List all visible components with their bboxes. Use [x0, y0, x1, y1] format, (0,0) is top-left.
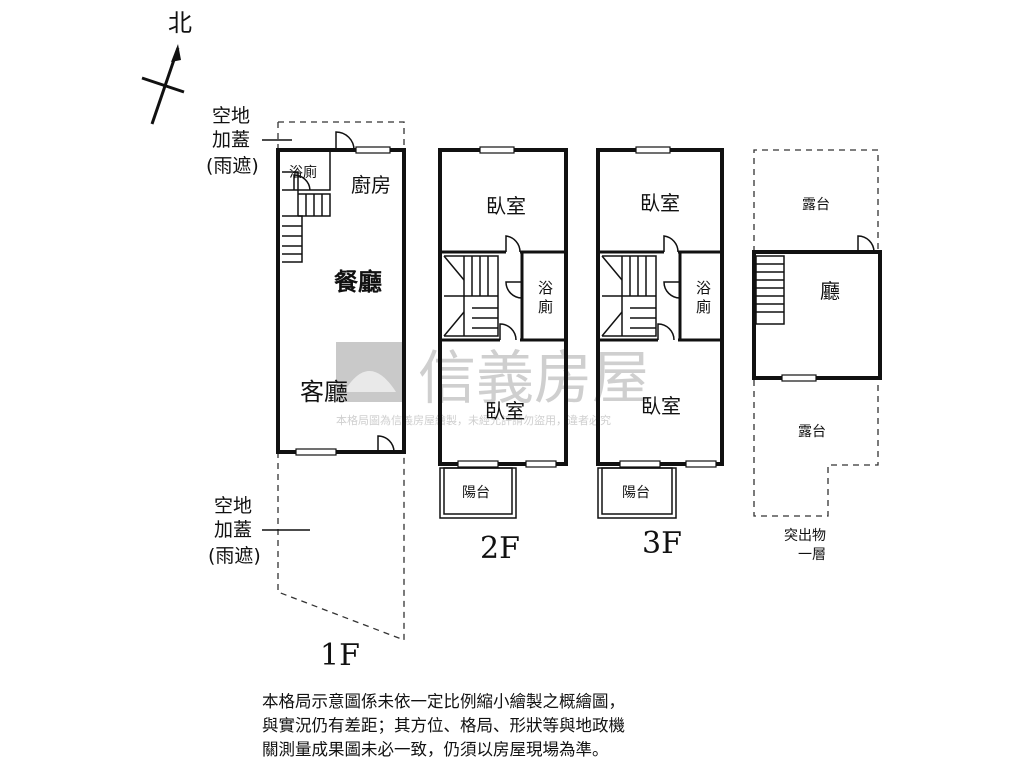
- room-label-2f-bath-2: 廁: [538, 298, 553, 316]
- covered-top-line1: 空地: [212, 105, 250, 127]
- room-label-1f-kitchen: 廚房: [351, 173, 391, 197]
- room-label-3f-bedroom-top: 臥室: [640, 191, 680, 215]
- room-label-2f-bedroom-bottom: 臥室: [485, 399, 525, 423]
- room-label-1f-bath: 浴廁: [289, 164, 317, 181]
- floor-label-roof-line2: 一層: [798, 547, 826, 563]
- room-label-3f-bedroom-bottom: 臥室: [641, 394, 681, 418]
- room-label-3f-bath-1: 浴: [696, 279, 711, 297]
- room-label-1f-dining: 餐廳: [334, 268, 382, 296]
- covered-bottom-line1: 空地: [214, 495, 252, 517]
- room-label-3f-balcony: 陽台: [622, 485, 650, 501]
- room-label-roof-hall: 廳: [820, 279, 840, 303]
- covered-bottom-line2: 加蓋: [214, 519, 252, 541]
- disclaimer-text: 本格局示意圖係未依一定比例縮小繪製之概繪圖， 與實況仍有差距；其方位、格局、形狀…: [262, 690, 762, 762]
- floor-label-2f: 2F: [480, 531, 520, 566]
- floor-label-3f: 3F: [642, 526, 682, 561]
- floor-label-1f: 1F: [320, 638, 360, 673]
- covered-top-line3: (雨遮): [206, 155, 259, 177]
- room-label-roof-terrace-top: 露台: [802, 197, 830, 213]
- room-label-1f-living: 客廳: [300, 378, 348, 406]
- floor-3f: 臥室 浴 廁 臥室 陽台 3F: [596, 146, 724, 561]
- room-label-2f-bath-1: 浴: [538, 279, 553, 297]
- covered-bottom-line3: (雨遮): [208, 545, 261, 567]
- covered-top-line2: 加蓋: [212, 129, 250, 151]
- floor-roof: 露台 廳 露台 突出物 一層: [752, 149, 882, 563]
- floor-label-roof-line1: 突出物: [784, 528, 826, 544]
- room-label-3f-bath-2: 廁: [696, 298, 711, 316]
- disclaimer-line: 關測量成果圖未必一致，仍須以房屋現場為準。: [262, 740, 609, 759]
- room-label-2f-balcony: 陽台: [462, 485, 490, 501]
- disclaimer-line: 本格局示意圖係未依一定比例縮小繪製之概繪圖，: [262, 692, 625, 711]
- north-label: 北: [168, 9, 192, 37]
- floor-2f: 臥室 浴 廁 臥室 陽台 2F: [438, 146, 568, 566]
- north-arrow-icon: 北: [141, 9, 192, 125]
- room-label-2f-bedroom-top: 臥室: [486, 194, 526, 218]
- watermark-brand: 信義房屋: [418, 344, 650, 412]
- disclaimer-line: 與實況仍有差距；其方位、格局、形狀等與地政機: [262, 716, 625, 735]
- watermark-notice: 本格局圖為信義房屋繪製，未經允許請勿盜用，違者必究: [336, 413, 611, 427]
- floor-1f: 浴廁 廚房 餐廳 客廳 空地 加蓋 (雨遮) 空地 加蓋 (雨遮) 1F: [206, 105, 406, 673]
- room-label-roof-terrace-bottom: 露台: [798, 424, 826, 440]
